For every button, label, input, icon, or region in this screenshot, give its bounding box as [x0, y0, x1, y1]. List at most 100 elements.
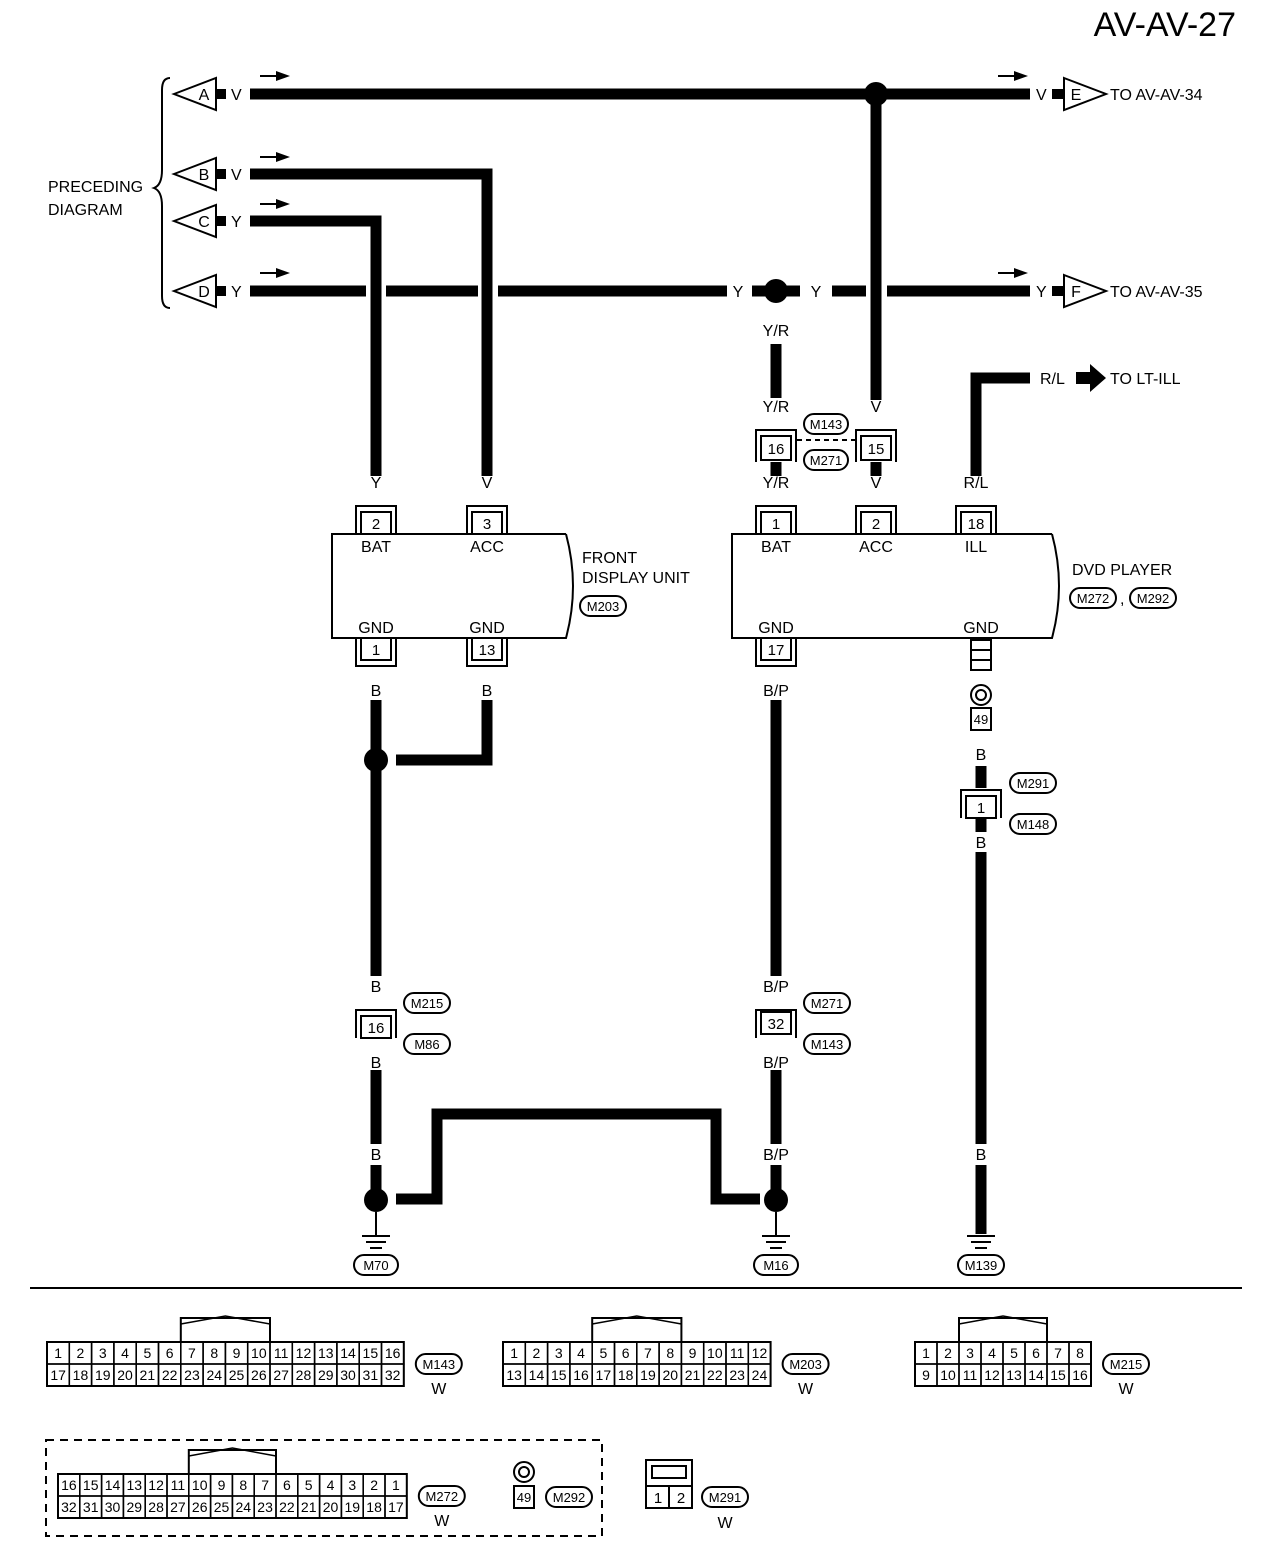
lt-ill-arrow: R/L TO LT-ILL: [1040, 364, 1181, 392]
dvd-player: Y/R 1 BAT V 2 ACC R/L 18 ILL GND 17 B/P …: [731, 475, 1177, 764]
svg-text:Y: Y: [1036, 284, 1047, 301]
svg-text:2: 2: [372, 516, 380, 533]
svg-text:M143: M143: [811, 1037, 844, 1052]
cavity-number: 23: [184, 1367, 200, 1383]
svg-text:M291: M291: [709, 1490, 742, 1505]
svg-text:R/L: R/L: [964, 475, 989, 492]
cavity-number: 10: [707, 1345, 723, 1361]
cavity-number: 3: [966, 1345, 974, 1361]
cavity-number: 17: [388, 1499, 404, 1515]
cavity-number: 13: [1006, 1367, 1022, 1383]
cavity-number: 12: [984, 1367, 1000, 1383]
svg-text:V: V: [1036, 87, 1047, 104]
cavity-number: 13: [506, 1367, 522, 1383]
cavity-number: 20: [323, 1499, 339, 1515]
page-code: AV-AV-27: [1094, 6, 1236, 44]
svg-text:16: 16: [768, 441, 785, 458]
flag-e: V E TO AV-AV-34: [1036, 76, 1203, 112]
cavity-number: 10: [251, 1345, 267, 1361]
cavity-number: 18: [73, 1367, 89, 1383]
cavity-number: 17: [596, 1367, 612, 1383]
junction-m143-m271: Y/R V 16 15 M143 M271: [755, 399, 897, 476]
cavity-number: 12: [148, 1477, 164, 1493]
wire-fd-gnd13: [396, 700, 493, 766]
cavity-number: 27: [273, 1367, 289, 1383]
svg-text:16: 16: [368, 1020, 385, 1037]
cavity-number: 4: [121, 1345, 129, 1361]
splice-a: [864, 82, 888, 106]
svg-text:A: A: [199, 87, 210, 104]
wire-b-v: [250, 168, 493, 476]
svg-text:Y: Y: [371, 475, 382, 492]
cavity-number: 5: [305, 1477, 313, 1493]
cavity-number: 10: [940, 1367, 956, 1383]
svg-text:F: F: [1071, 284, 1081, 301]
svg-text:M16: M16: [763, 1258, 788, 1273]
cavity-number: 18: [366, 1499, 382, 1515]
cavity-number: 3: [99, 1345, 107, 1361]
cavity-number: 9: [689, 1345, 697, 1361]
connector-name: M215: [1110, 1357, 1143, 1372]
wire-rl: [970, 372, 1030, 476]
svg-text:FRONT: FRONT: [582, 550, 637, 567]
cavity-number: 28: [148, 1499, 164, 1515]
cavity-number: 25: [229, 1367, 245, 1383]
direction-arrows: [260, 71, 1028, 278]
svg-text:M291: M291: [1017, 776, 1050, 791]
svg-text:DVD PLAYER: DVD PLAYER: [1072, 562, 1172, 579]
svg-text:M292: M292: [553, 1490, 586, 1505]
cavity-number: 13: [127, 1477, 143, 1493]
cavity-number: 7: [1054, 1345, 1062, 1361]
svg-text:BAT: BAT: [361, 539, 391, 556]
cavity-number: 2: [77, 1345, 85, 1361]
svg-text:ILL: ILL: [965, 539, 987, 556]
svg-text:B/P: B/P: [763, 979, 789, 996]
cavity-number: 16: [1072, 1367, 1088, 1383]
splice-m16: [764, 1188, 788, 1212]
junction-m215-m86: B 16 M215 M86 B: [355, 979, 451, 1072]
cavity-number: 12: [752, 1345, 768, 1361]
cavity-number: 11: [274, 1345, 289, 1361]
cavity-number: 13: [318, 1345, 334, 1361]
cavity-number: 8: [239, 1477, 247, 1493]
svg-text:49: 49: [974, 712, 988, 727]
cavity-number: 4: [988, 1345, 996, 1361]
cavity-number: 19: [95, 1367, 111, 1383]
cavity-number: 6: [622, 1345, 630, 1361]
svg-text:Y/R: Y/R: [763, 475, 790, 492]
brace: [151, 77, 171, 309]
preceding-line2: DIAGRAM: [48, 202, 123, 219]
cavity-number: 26: [192, 1499, 208, 1515]
cavity-number: 1: [510, 1345, 518, 1361]
cavity-number: 5: [1010, 1345, 1018, 1361]
cavity-number: 14: [105, 1477, 121, 1493]
cavity-number: 20: [117, 1367, 133, 1383]
preceding-block: PRECEDING DIAGRAM: [48, 77, 171, 309]
svg-text:E: E: [1071, 87, 1082, 104]
svg-text:1: 1: [372, 642, 380, 659]
cavity-number: 14: [529, 1367, 545, 1383]
cavity-number: 1: [392, 1477, 400, 1493]
cavity-number: 30: [340, 1367, 356, 1383]
svg-text:GND: GND: [758, 620, 794, 637]
svg-text:B: B: [976, 835, 987, 852]
svg-text:C: C: [198, 214, 210, 231]
cavity: [380, 1363, 405, 1387]
cavity-number: 6: [166, 1345, 174, 1361]
cavity-number: 11: [963, 1367, 978, 1383]
svg-text:1: 1: [654, 1490, 662, 1507]
svg-text:32: 32: [768, 1016, 785, 1033]
cavity-number: 9: [218, 1477, 226, 1493]
cavity-number: 21: [685, 1367, 701, 1383]
cavity-number: 11: [171, 1477, 186, 1493]
ground-m70: M70: [353, 1212, 399, 1276]
svg-text:M271: M271: [811, 996, 844, 1011]
svg-text:2: 2: [677, 1490, 685, 1507]
svg-text:M143: M143: [810, 417, 843, 432]
cavity-number: 6: [283, 1477, 291, 1493]
flag-d: D Y: [171, 273, 242, 309]
svg-text:13: 13: [479, 642, 496, 659]
connector-color: W: [431, 1381, 447, 1398]
